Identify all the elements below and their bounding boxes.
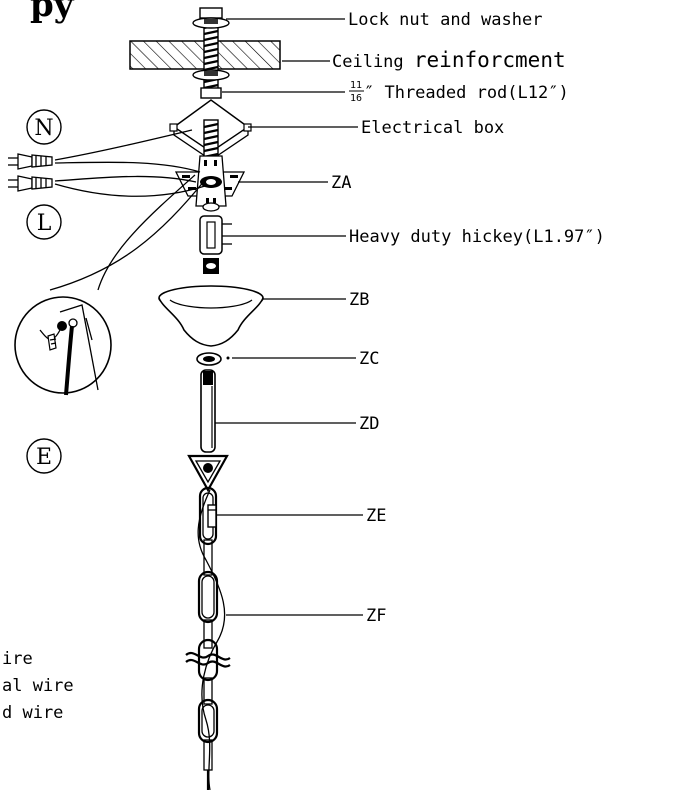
lower-nut-and-washer [192, 69, 230, 99]
label-za: ZA [331, 173, 351, 193]
down-rod-zd [200, 369, 216, 453]
power-cord [197, 489, 226, 791]
label-ceiling-prefix: Ceiling [332, 52, 414, 72]
hanger-loop [187, 454, 229, 493]
wire-nut-bottom-icon [8, 175, 53, 192]
supply-wires [49, 129, 206, 291]
marker-e-label: E [36, 445, 52, 470]
legend-item-1: ire [2, 649, 33, 669]
ground-detail-magnifier [14, 296, 112, 396]
loop-nut-zc [196, 352, 230, 366]
marker-n: N [26, 109, 62, 145]
marker-e: E [26, 438, 62, 474]
label-zd: ZD [359, 414, 379, 434]
label-zf: ZF [366, 606, 386, 626]
canopy-zb [158, 285, 264, 347]
label-rod-numerator: 11 [350, 80, 362, 91]
marker-n-label: N [34, 116, 53, 141]
leader-lines [215, 18, 363, 616]
label-electrical-box: Electrical box [361, 118, 504, 138]
lock-nut-and-washer [192, 7, 230, 29]
label-zc: ZC [359, 349, 379, 369]
label-lock-nut: Lock nut and washer [348, 10, 542, 30]
label-hickey: Heavy duty hickey(L1.97″) [349, 227, 605, 247]
marker-l-label: L [37, 211, 52, 236]
label-ze: ZE [366, 506, 386, 526]
label-ceiling: Ceiling reinforcment [332, 48, 566, 72]
label-ceiling-word: reinforcment [414, 48, 566, 72]
label-threaded-rod: ″ Threaded rod(L12″) [364, 83, 569, 103]
title-fragment: py [30, 0, 75, 25]
label-rod-denominator: 16 [350, 93, 362, 104]
chain-zf [185, 486, 231, 790]
heavy-duty-hickey [199, 215, 232, 274]
wire-nut-top-icon [8, 153, 53, 170]
legend-item-2: al wire [2, 676, 74, 696]
label-zb: ZB [349, 290, 369, 310]
legend-item-3: d wire [2, 703, 63, 723]
crossbar-za [174, 155, 246, 212]
marker-l: L [26, 204, 62, 240]
